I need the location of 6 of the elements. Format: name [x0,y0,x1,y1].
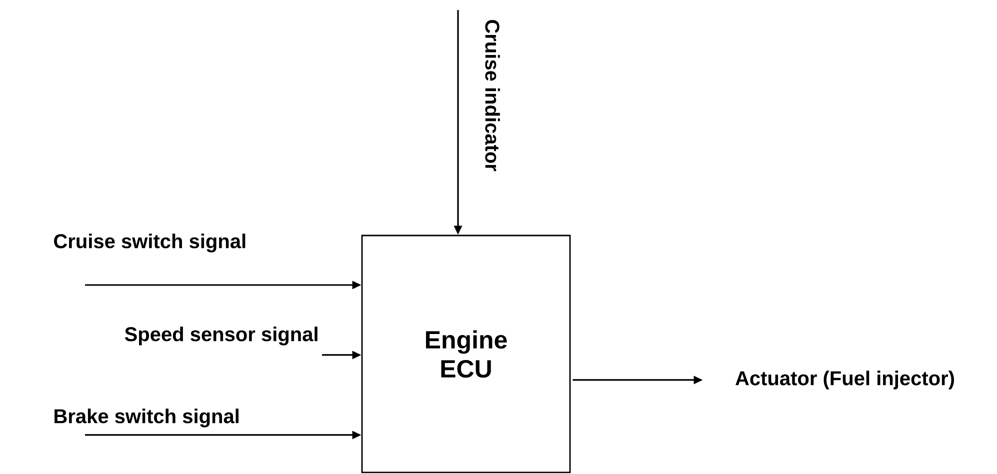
output-label: Actuator (Fuel injector) [736,370,954,390]
edge-label: Cruise indicator [485,20,500,172]
edge-label: Speed sensor signal [124,326,318,346]
edge-label: Cruise switch signal [54,234,246,252]
process-box: Engine ECU [361,234,571,474]
edge-label: Brake switch signal [54,408,238,428]
